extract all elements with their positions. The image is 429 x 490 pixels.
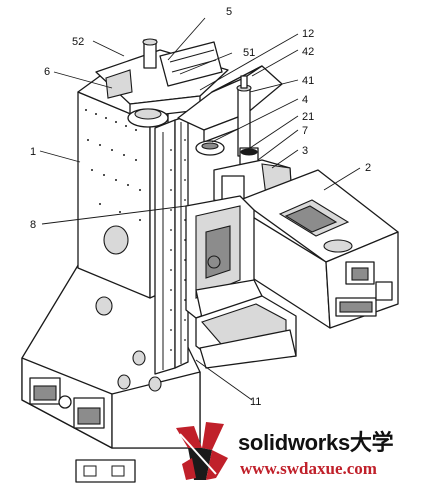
callout-4: 4 bbox=[302, 94, 308, 106]
callout-7: 7 bbox=[302, 125, 308, 137]
callout-leaders bbox=[39, 17, 361, 401]
callout-52: 52 bbox=[72, 36, 84, 48]
cross-saddle bbox=[185, 195, 263, 319]
callout-11: 11 bbox=[250, 396, 261, 408]
callout-3: 3 bbox=[302, 145, 308, 157]
sw-logo-icon bbox=[176, 422, 228, 480]
lower-support bbox=[195, 295, 297, 369]
callout-5: 5 bbox=[226, 6, 232, 18]
watermark-logo bbox=[176, 422, 228, 480]
callout-51: 51 bbox=[243, 47, 255, 59]
top-drive-assembly bbox=[95, 38, 229, 128]
callout-2: 2 bbox=[365, 162, 371, 174]
callout-12: 12 bbox=[302, 28, 314, 40]
upper-headstock bbox=[177, 65, 283, 175]
callout-labels: 52 5 12 51 42 6 41 4 21 7 1 3 2 8 11 bbox=[30, 6, 371, 408]
watermark-url: www.swdaxue.com bbox=[240, 459, 377, 478]
callout-6: 6 bbox=[44, 66, 50, 78]
callout-8: 8 bbox=[30, 219, 36, 231]
callout-42: 42 bbox=[302, 46, 314, 58]
callout-1: 1 bbox=[30, 146, 36, 158]
worktable-housing bbox=[237, 169, 399, 329]
callout-41: 41 bbox=[302, 75, 314, 87]
callout-21: 21 bbox=[302, 111, 314, 123]
watermark-brand: solidworks大学 bbox=[238, 430, 394, 455]
